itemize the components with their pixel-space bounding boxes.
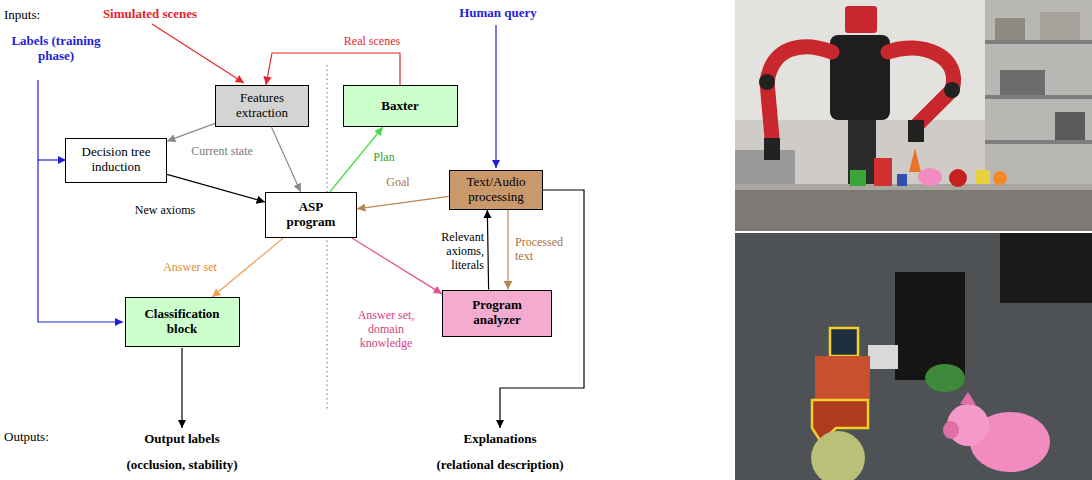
text-label: Inputs: [4, 8, 40, 23]
text-label: Output labels [144, 432, 220, 447]
tennis-ball [811, 431, 865, 480]
shelf-board [985, 140, 1092, 144]
robot-torso [830, 35, 890, 120]
edge-label: Plan [371, 151, 396, 165]
lab-shelf [985, 0, 1092, 195]
toy-block [874, 158, 892, 186]
input-arrow [495, 25, 496, 168]
detected-block [830, 328, 858, 356]
process-box: Text/Audio processing [449, 170, 543, 210]
robot-joint [944, 82, 960, 98]
toy-block [850, 170, 866, 186]
edge-label: Relevant axioms, literals [424, 231, 486, 272]
flow-arrow [487, 210, 488, 290]
edge-label: Processed text [513, 236, 579, 264]
box-text: ASP program [281, 200, 341, 230]
program-box: ASP program [265, 192, 357, 238]
pepper [925, 364, 965, 392]
text-label: (relational description) [436, 458, 563, 473]
photo-gap [735, 231, 1092, 233]
toy-block [815, 356, 870, 400]
process-box: Decision tree induction [65, 138, 167, 183]
text-label: Labels (training phase) [0, 34, 112, 64]
shelf-board [985, 40, 1092, 44]
robot-arm [888, 48, 954, 124]
robot-pedestal [848, 110, 876, 190]
toy-pig-ear [960, 392, 976, 405]
edge-label: Answer set, domain knowledge [349, 309, 423, 350]
edge-label: Goal [384, 176, 411, 190]
box-text: Decision tree induction [72, 145, 160, 175]
shelf-item [995, 18, 1025, 40]
robot-arm [767, 47, 832, 138]
shelf-item [1055, 112, 1085, 140]
robot-gripper [764, 138, 780, 160]
flow-arrow [212, 238, 283, 297]
robot-joint [759, 74, 775, 90]
photo-ground [735, 0, 1092, 231]
table-edge [735, 184, 1092, 190]
toy-pig [918, 168, 942, 186]
robot-gripper [908, 120, 924, 142]
text-label: (occlusion, stability) [126, 458, 237, 473]
process-box: Features extraction [215, 85, 309, 127]
dark-object [1000, 233, 1092, 303]
process-box: Classification block [125, 297, 240, 347]
robot-photo [735, 0, 1092, 231]
toy-ball [993, 171, 1007, 185]
text-label: Simulated scenes [103, 7, 197, 22]
shelf-item [1000, 70, 1045, 95]
edge-label: Current state [189, 145, 255, 159]
robot-head [845, 6, 877, 33]
toy-cone [909, 148, 921, 172]
box-text: Classification block [132, 307, 232, 337]
edge-label: Real scenes [342, 35, 402, 49]
output-arrow [181, 348, 182, 428]
photo-ground [735, 233, 1092, 480]
flow-arrow [167, 174, 265, 202]
cup [868, 345, 898, 369]
camera-photo [735, 233, 1092, 480]
text-label: Human query [459, 6, 537, 21]
toy-block [897, 174, 907, 186]
text-label: Outputs: [4, 430, 49, 445]
box-text: Baxter [381, 99, 419, 114]
table [735, 188, 1092, 231]
black-box [895, 272, 965, 380]
robot-box: Baxter [343, 85, 458, 127]
box-text: Features extraction [222, 91, 302, 121]
box-text: Program analyzer [457, 298, 537, 328]
toy-pig-snout [943, 421, 959, 439]
flow-arrow [167, 123, 215, 141]
toy-block [976, 170, 990, 184]
toy-apple [949, 169, 967, 187]
shelf-item [1040, 12, 1080, 40]
edge-label: New axioms [133, 204, 197, 218]
text-label: Explanations [464, 432, 537, 447]
box-text: Text/Audio processing [456, 175, 536, 205]
flow-arrow [507, 210, 508, 290]
training-label-line [38, 159, 66, 160]
edge-label: Answer set [161, 261, 219, 275]
flow-arrow [271, 127, 300, 192]
input-arrow [152, 24, 244, 83]
training-label-line [38, 80, 123, 322]
process-box: Program analyzer [442, 290, 552, 337]
flow-arrow [357, 196, 449, 208]
flow-arrow [266, 53, 400, 85]
shelf-board [985, 95, 1092, 99]
